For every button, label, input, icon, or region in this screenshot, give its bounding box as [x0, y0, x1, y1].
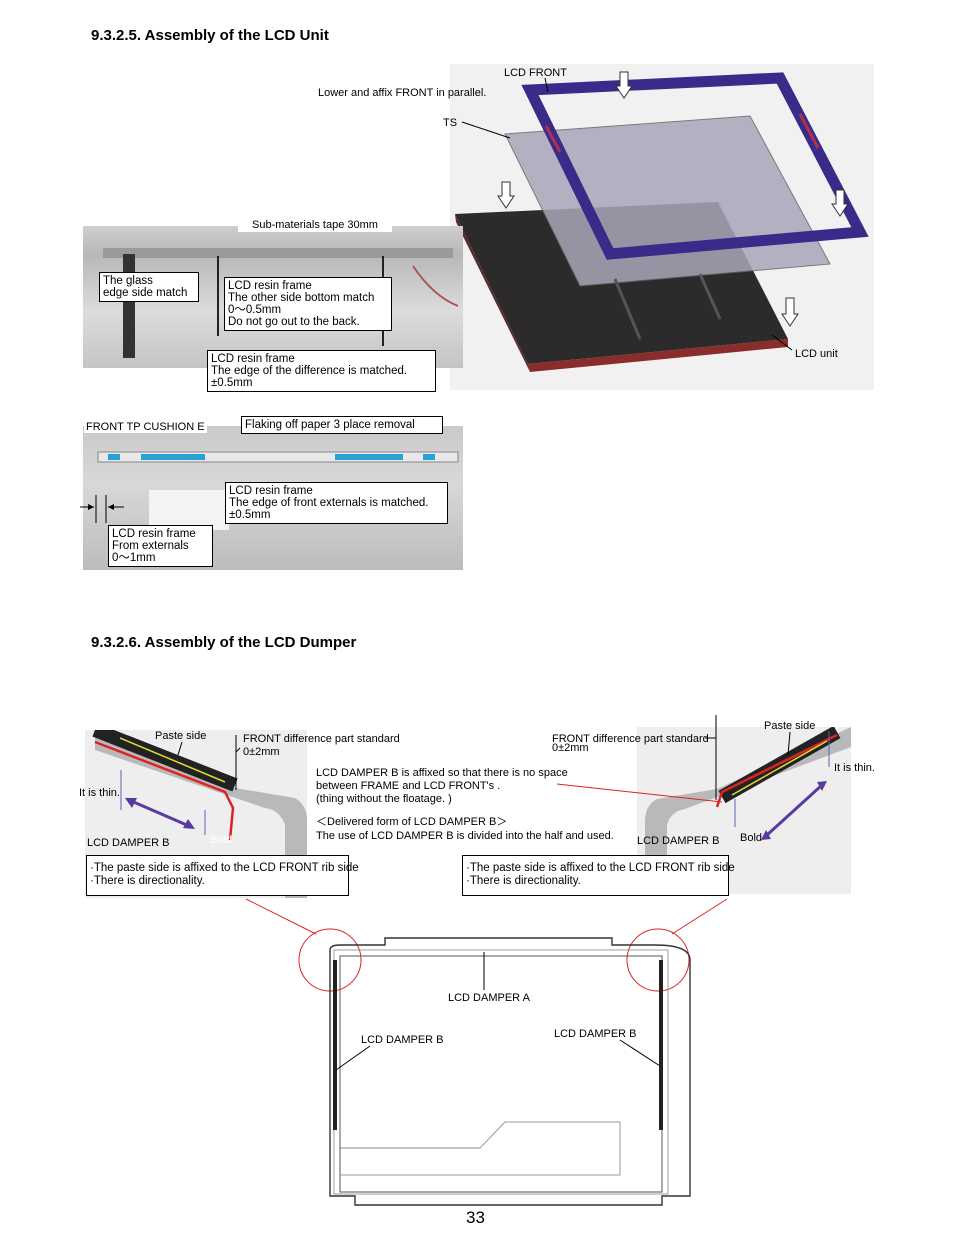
lcd-exploded-photo [450, 64, 874, 390]
label-damper-b-right: LCD DAMPER B [554, 1028, 637, 1040]
left-paste-side: Paste side [155, 730, 207, 742]
glass-edge-box: The glass edge side match [99, 272, 199, 302]
resin-frame-box-3: LCD resin frame The edge of front extern… [225, 482, 448, 524]
resin-frame-box-1: LCD resin frame The other side bottom ma… [224, 277, 392, 331]
label-lcd-front: LCD FRONT [504, 67, 567, 79]
dimension-arrows [80, 495, 124, 523]
leader-lines-top [461, 77, 793, 351]
label-damper-a: LCD DAMPER A [448, 992, 530, 1004]
center-note: LCD DAMPER B is affixed so that there is… [316, 767, 568, 805]
tape-label-box: Sub-materials tape 30mm [238, 218, 392, 232]
label-lower-affix: Lower and affix FRONT in parallel. [318, 87, 487, 99]
left-bold: Bold [210, 834, 233, 846]
page-number: 33 [466, 1208, 485, 1227]
right-bold: Bold [740, 832, 763, 844]
label-lcd-unit: LCD unit [795, 348, 838, 360]
left-damper-label: LCD DAMPER B [87, 837, 170, 849]
section-heading-lcd-unit: 9.3.2.5. Assembly of the LCD Unit [91, 27, 329, 44]
label-cushion: FRONT TP CUSHION E [84, 421, 207, 433]
left-note-box: ·The paste side is affixed to the LCD FR… [86, 855, 359, 896]
left-thin: It is thin. [79, 787, 120, 799]
section-heading-lcd-dumper: 9.3.2.6. Assembly of the LCD Dumper [91, 634, 357, 651]
right-tolerance: 0±2mm [552, 742, 589, 754]
left-front-diff: FRONT difference part standard [243, 733, 400, 745]
left-tolerance: 0±2mm [243, 746, 280, 758]
half-use-note: The use of LCD DAMPER B is divided into … [316, 830, 614, 842]
label-ts: TS [443, 117, 458, 129]
label-damper-b-left: LCD DAMPER B [361, 1034, 444, 1046]
right-paste-side: Paste side [764, 720, 816, 732]
right-front-diff: FRONT difference part standard [552, 733, 709, 745]
flaking-box: Flaking off paper 3 place removal [241, 416, 443, 434]
right-thin: It is thin. [834, 762, 875, 774]
right-damper-label: LCD DAMPER B [637, 835, 720, 847]
right-note-box: ·The paste side is affixed to the LCD FR… [462, 855, 735, 896]
delivered-form: ＜Delivered form of LCD DAMPER B＞ [316, 816, 508, 828]
resin-frame-box-2: LCD resin frame The edge of the differen… [207, 350, 436, 392]
resin-frame-box-4: LCD resin frame From externals 0～1mm [108, 525, 213, 567]
